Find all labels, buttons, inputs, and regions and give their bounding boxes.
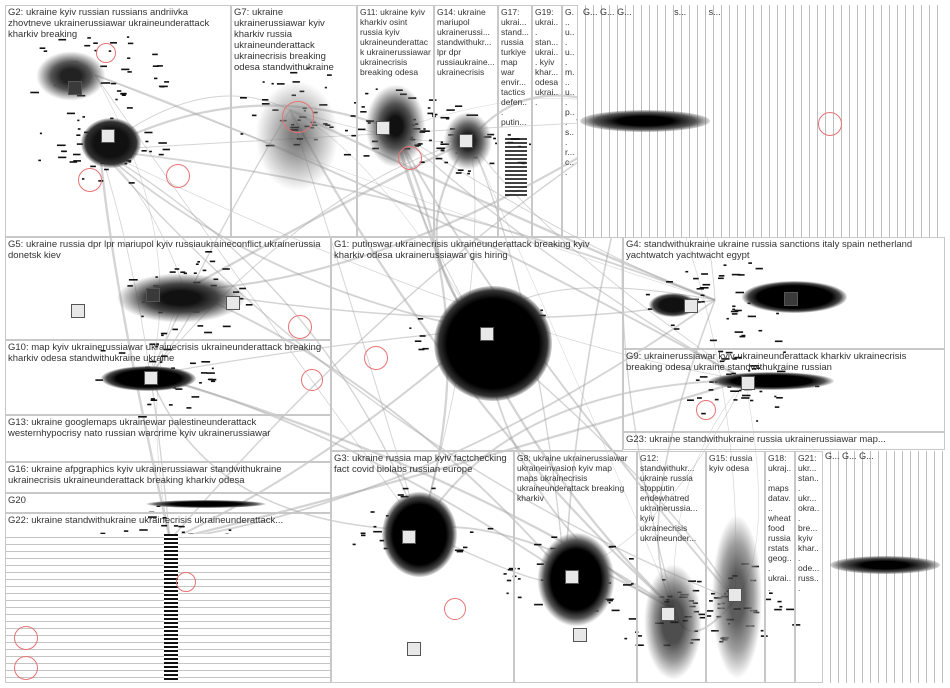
- group-g3[interactable]: G3: ukraine russia map kyiv factchecking…: [331, 451, 514, 683]
- highlight-ring: [696, 400, 716, 420]
- group-g10[interactable]: G10: map kyiv ukrainerussiawar ukrainecr…: [5, 340, 331, 415]
- node-avatar[interactable]: [68, 81, 82, 95]
- dense-bar: [830, 556, 940, 574]
- group-label: G12: standwithukr... ukraine russia stop…: [640, 453, 703, 543]
- highlight-ring: [398, 146, 422, 170]
- group-label: G1: putinswar ukrainecrisis ukraineunder…: [334, 239, 620, 261]
- group-label: G15: russia kyiv odesa: [709, 453, 762, 473]
- group-g7[interactable]: G7: ukraine ukrainerussiawar kyiv kharki…: [231, 5, 357, 237]
- group-g20[interactable]: G20: [5, 493, 331, 513]
- group-label: G14: ukraine mariupol ukrainerussi... st…: [437, 7, 495, 77]
- bottom-right-labels: G... G... G...: [825, 451, 874, 461]
- node-avatar[interactable]: [407, 642, 421, 656]
- cluster-core: [434, 286, 552, 401]
- group-g23[interactable]: G23: ukraine standwithukraine russia ukr…: [623, 432, 945, 450]
- group-label: G16: ukraine afpgraphics kyiv ukrainerus…: [8, 464, 328, 486]
- highlight-ring: [14, 656, 38, 680]
- highlight-ring: [282, 101, 314, 133]
- group-label: G5: ukraine russia dpr lpr mariupol kyiv…: [8, 239, 328, 261]
- top-right-labels: G... G... G... s... s...: [583, 7, 721, 17]
- group-label: G...: [583, 7, 598, 17]
- group-label: G...: [825, 451, 840, 461]
- group-label: G18: ukraj... maps datav... wheat food r…: [768, 453, 792, 593]
- node-avatar[interactable]: [402, 530, 416, 544]
- highlight-ring: [96, 43, 116, 63]
- group-label: G2: ukraine kyiv russian russians andrii…: [8, 7, 228, 40]
- node-avatar[interactable]: [226, 296, 240, 310]
- node-avatar[interactable]: [784, 292, 798, 306]
- group-label: G...: [617, 7, 632, 17]
- node-avatar[interactable]: [480, 327, 494, 341]
- node-row: [146, 500, 266, 508]
- group-g19[interactable]: G19: ukrai... stan... ukrai... kyiv khar…: [532, 5, 562, 237]
- node-avatar[interactable]: [661, 607, 675, 621]
- highlight-ring: [818, 112, 842, 136]
- node-avatar[interactable]: [741, 376, 755, 390]
- highlight-ring: [444, 598, 466, 620]
- group-g21[interactable]: G21: ukr... stan... ukr... okra... bre..…: [795, 451, 823, 683]
- cluster-core: [643, 562, 703, 682]
- group-g24[interactable]: G... u... u... m... u... p... s... r... …: [562, 5, 578, 237]
- group-g1[interactable]: G1: putinswar ukrainecrisis ukraineunder…: [331, 237, 623, 451]
- group-g5[interactable]: G5: ukraine russia dpr lpr mariupol kyiv…: [5, 237, 331, 340]
- node-column: [505, 136, 527, 196]
- group-g16[interactable]: G16: ukraine afpgraphics kyiv ukrainerus…: [5, 462, 331, 493]
- group-g13[interactable]: G13: ukraine googlemaps ukrainewar pales…: [5, 415, 331, 462]
- node-avatar[interactable]: [459, 134, 473, 148]
- group-g18[interactable]: G18: ukraj... maps datav... wheat food r…: [765, 451, 795, 683]
- group-label: G13: ukraine googlemaps ukrainewar pales…: [8, 417, 328, 439]
- group-label: G8: ukraine ukrainerussiawar ukraineinva…: [517, 453, 634, 503]
- group-g2[interactable]: G2: ukraine kyiv russian russians andrii…: [5, 5, 231, 237]
- group-label: G21: ukr... stan... ukr... okra... bre..…: [798, 453, 820, 593]
- group-label: G9: ukrainerussiawar kyiv ukraineunderat…: [626, 351, 942, 373]
- node-avatar[interactable]: [565, 570, 579, 584]
- group-label: G... u... u... m... u... p... s... r... …: [565, 7, 575, 177]
- group-g22[interactable]: G22: ukraine standwithukraine ukrainecri…: [5, 513, 331, 683]
- cluster-core: [382, 492, 457, 577]
- group-label: G10: map kyiv ukrainerussiawar ukrainecr…: [8, 342, 328, 364]
- group-g14[interactable]: G14: ukraine mariupol ukrainerussi... st…: [434, 5, 498, 237]
- node-avatar[interactable]: [144, 371, 158, 385]
- highlight-ring: [288, 315, 312, 339]
- node-column: [164, 534, 178, 683]
- highlight-ring: [14, 626, 38, 650]
- dense-bar: [580, 110, 710, 132]
- group-label: G19: ukrai... stan... ukrai... kyiv khar…: [535, 7, 559, 107]
- highlight-ring: [166, 164, 190, 188]
- node-avatar[interactable]: [376, 121, 390, 135]
- group-g8[interactable]: G8: ukraine ukrainerussiawar ukraineinva…: [514, 451, 637, 683]
- group-label: s...: [709, 7, 721, 17]
- highlight-ring: [78, 168, 102, 192]
- group-label: G3: ukraine russia map kyiv factchecking…: [334, 453, 511, 475]
- group-label: G11: ukraine kyiv kharkiv osint russia k…: [360, 7, 431, 77]
- highlight-ring: [364, 346, 388, 370]
- node-avatar[interactable]: [71, 304, 85, 318]
- node-avatar[interactable]: [573, 628, 587, 642]
- group-label: G22: ukraine standwithukraine ukrainecri…: [8, 515, 328, 526]
- group-g4[interactable]: G4: standwithukraine ukraine russia sanc…: [623, 237, 945, 349]
- group-label: G...: [859, 451, 874, 461]
- node-avatar[interactable]: [101, 129, 115, 143]
- group-g17[interactable]: G17: ukrai... stand... russia turkiye ma…: [498, 5, 532, 237]
- highlight-ring: [301, 369, 323, 391]
- node-avatar[interactable]: [146, 288, 160, 302]
- group-label: G7: ukraine ukrainerussiawar kyiv kharki…: [234, 7, 354, 73]
- cluster-core: [81, 118, 141, 168]
- cluster-core: [709, 372, 834, 390]
- group-label: G...: [600, 7, 615, 17]
- group-label: G4: standwithukraine ukraine russia sanc…: [626, 239, 942, 261]
- group-label: s...: [674, 7, 686, 17]
- cluster-core: [252, 76, 342, 196]
- group-label: G17: ukrai... stand... russia turkiye ma…: [501, 7, 529, 127]
- group-g11[interactable]: G11: ukraine kyiv kharkiv osint russia k…: [357, 5, 434, 237]
- node-avatar[interactable]: [684, 299, 698, 313]
- group-label: G23: ukraine standwithukraine russia ukr…: [626, 434, 942, 445]
- group-g9[interactable]: G9: ukrainerussiawar kyiv ukraineunderat…: [623, 349, 945, 432]
- group-label: G...: [842, 451, 857, 461]
- highlight-ring: [176, 572, 196, 592]
- node-avatar[interactable]: [728, 588, 742, 602]
- group-g15[interactable]: G15: russia kyiv odesa: [706, 451, 765, 683]
- group-g12[interactable]: G12: standwithukr... ukraine russia stop…: [637, 451, 706, 683]
